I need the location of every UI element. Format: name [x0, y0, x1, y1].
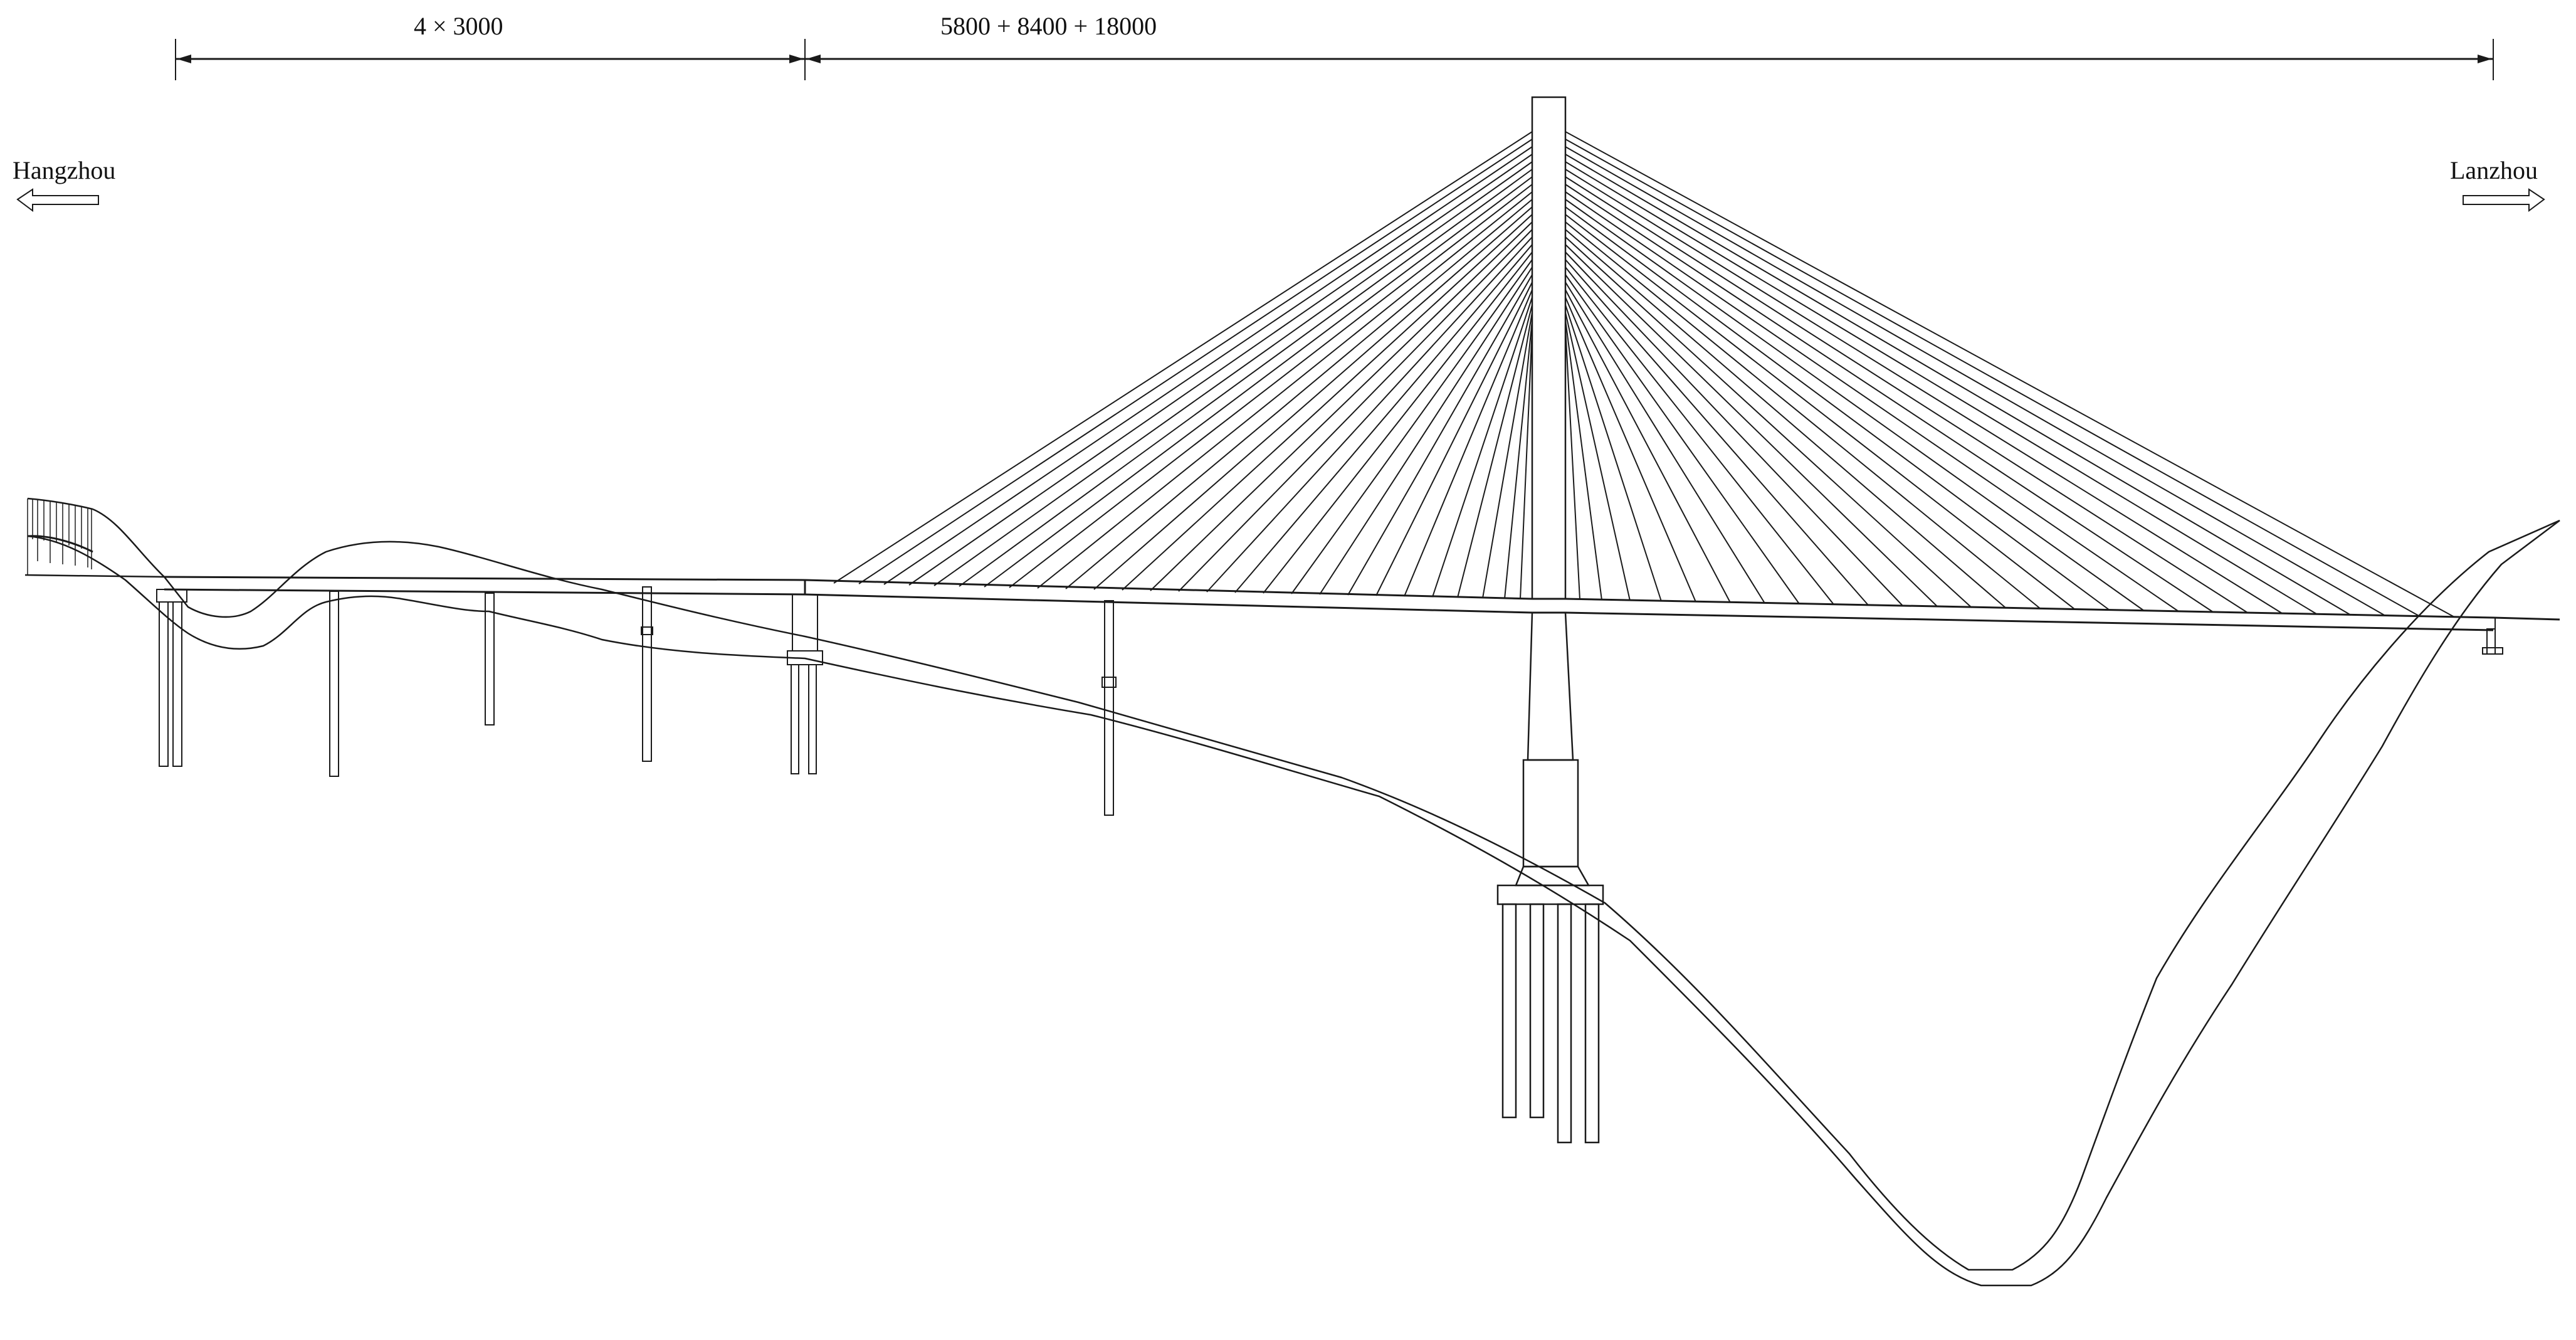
ground-profile-lower [27, 520, 2560, 1287]
left-abutment-pier [156, 589, 187, 767]
direction-label-lanzhou: Lanzhou [2450, 156, 2538, 184]
auxiliary-pier [1101, 600, 1117, 816]
dimension-line [175, 39, 2494, 80]
direction-label-hangzhou: Hangzhou [13, 156, 116, 184]
stay-cables-right [1565, 131, 2455, 618]
transition-pier [787, 594, 823, 774]
main-span-dimension-label: 5800 + 8400 + 18000 [940, 12, 1157, 40]
left-arrow-icon [16, 188, 99, 212]
left-abutment-hatching [27, 497, 93, 575]
left-reference-line [24, 574, 165, 578]
approach-pier-3 [641, 586, 653, 762]
right-arrow-icon [2463, 188, 2545, 212]
ground-profile-upper [92, 508, 2560, 1271]
approach-pier-1 [329, 591, 339, 777]
pylon [1496, 96, 1604, 1144]
approach-span-dimension-label: 4 × 3000 [414, 12, 503, 40]
approach-pier-2 [485, 593, 495, 725]
stay-cables-left [833, 131, 1533, 599]
right-abutment [2482, 617, 2503, 655]
